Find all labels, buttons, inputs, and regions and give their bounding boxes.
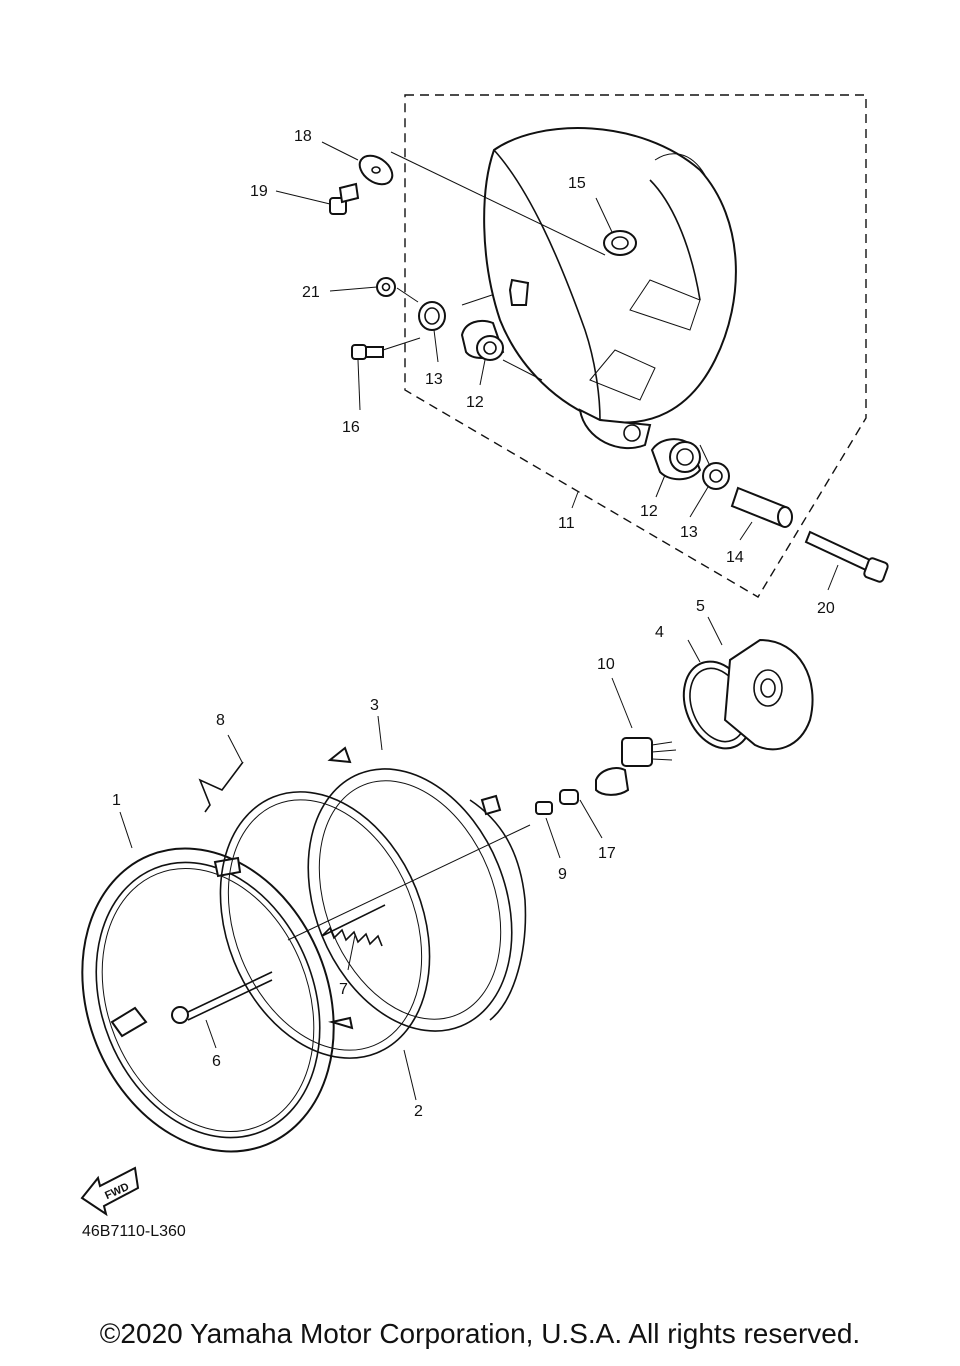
spring-7 xyxy=(321,904,386,947)
cap-17 xyxy=(559,789,579,805)
bolt-20 xyxy=(804,530,889,583)
callout-8: 8 xyxy=(216,712,225,729)
grommet-12-upper xyxy=(460,319,505,361)
callout-11: 11 xyxy=(558,515,575,532)
callout-1: 1 xyxy=(112,792,121,809)
callout-labels: 18 19 21 15 13 12 16 11 12 13 14 20 5 4 … xyxy=(112,128,835,1120)
callout-9: 9 xyxy=(558,866,567,883)
leader-lines-top xyxy=(275,141,839,591)
callout-16: 16 xyxy=(342,419,360,436)
callout-12-lower: 12 xyxy=(640,503,658,520)
spring-clip-8 xyxy=(198,761,244,813)
collar-13-lower xyxy=(702,462,730,490)
callout-21: 21 xyxy=(302,284,320,301)
headlight-housing-11 xyxy=(483,127,737,450)
callout-6: 6 xyxy=(212,1053,221,1070)
callout-3: 3 xyxy=(370,697,379,714)
callout-4: 4 xyxy=(655,624,664,641)
assembly-11-dashed-outline xyxy=(404,94,867,598)
bolt-19 xyxy=(329,182,360,215)
socket-cover-5 xyxy=(723,638,814,751)
callout-12-upper: 12 xyxy=(466,394,484,411)
callout-17: 17 xyxy=(598,845,616,862)
callout-19: 19 xyxy=(250,183,268,200)
callout-5: 5 xyxy=(696,598,705,615)
screw-16 xyxy=(351,344,384,360)
headlight-unit-3 xyxy=(307,746,527,1032)
callout-18: 18 xyxy=(294,128,312,145)
callout-15: 15 xyxy=(568,175,586,192)
leader-lines-bottom xyxy=(119,616,723,1101)
copyright-notice: ©2020 Yamaha Motor Corporation, U.S.A. A… xyxy=(99,1318,861,1349)
headlight-ring-2 xyxy=(219,791,431,1059)
callout-2: 2 xyxy=(414,1103,423,1120)
callout-13-lower: 13 xyxy=(680,524,698,541)
fwd-arrow-icon: FWD xyxy=(80,1166,140,1217)
callout-13-upper: 13 xyxy=(425,371,443,388)
nut-21 xyxy=(376,277,396,297)
callout-20: 20 xyxy=(817,600,835,617)
screw-6 xyxy=(171,971,273,1024)
bulb-10 xyxy=(595,737,677,796)
washer-18 xyxy=(358,154,394,186)
callout-10: 10 xyxy=(597,656,615,673)
adjuster-9 xyxy=(535,801,553,815)
callout-7: 7 xyxy=(339,981,348,998)
callout-14: 14 xyxy=(726,549,744,566)
collar-tube-14 xyxy=(730,486,793,528)
collar-13-upper xyxy=(418,301,446,331)
grommet-12-lower xyxy=(650,438,702,481)
diagram-code: 46B7110-L360 xyxy=(82,1223,186,1240)
headlight-rim-1 xyxy=(81,847,335,1153)
